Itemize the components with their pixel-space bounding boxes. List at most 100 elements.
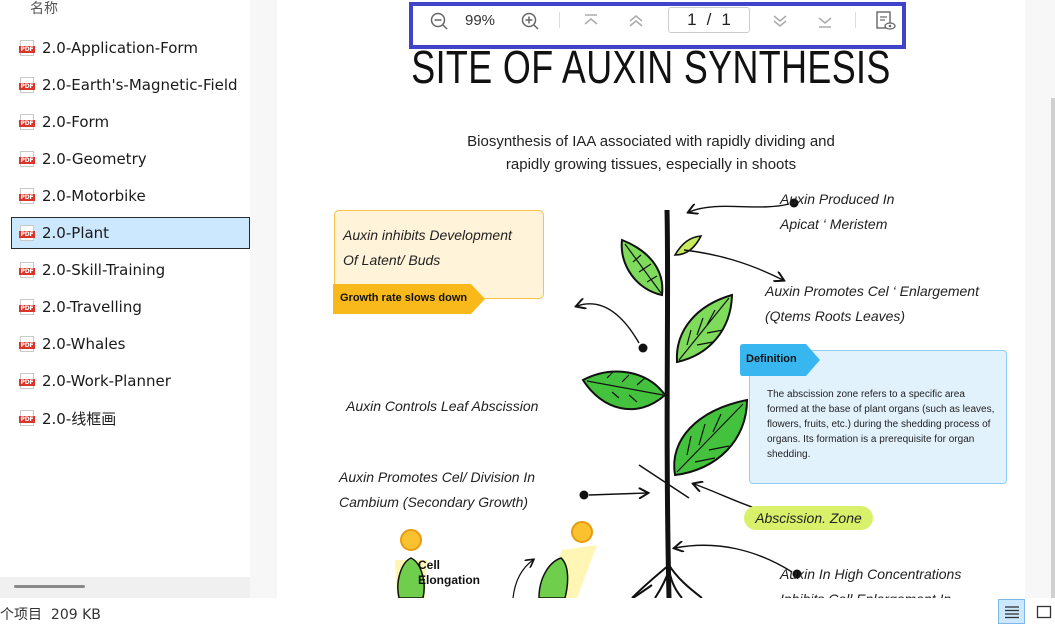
pdf-file-icon: PDF [19,188,35,204]
cell-enlargement-note: Auxin Promotes Cel ‘ Enlargement (Qtems … [765,279,979,329]
view-mode-button[interactable] [875,10,897,32]
pdf-file-icon: PDF [19,77,35,93]
name-column-header[interactable]: 名称 [30,1,58,17]
file-name: 2.0-Work-Planner [42,372,171,390]
status-bar: 个项目 209 KB [0,598,1055,626]
file-item[interactable]: PDF 2.0-Travelling [11,291,250,323]
file-name: 2.0-Travelling [42,298,142,316]
growth-rate-tag: Growth rate slows down [333,284,485,314]
file-item[interactable]: PDF 2.0-Work-Planner [11,365,250,397]
definition-tag-label: Definition [746,353,797,365]
first-page-icon [584,14,598,25]
horizontal-scrollbar[interactable] [0,577,250,598]
note-line: Auxin Promotes Cel ‘ Enlargement [765,283,979,299]
subtitle-line: rapidly growing tissues, especially in s… [505,156,797,173]
zoom-out-icon [430,12,448,30]
details-view-icon [1004,605,1019,618]
note-line: Cambium (Secondary Growth) [339,494,529,510]
file-name: 2.0-Motorbike [42,187,146,205]
item-count-label: 个项目 [0,607,42,623]
note-line: Cell [418,558,441,572]
status-info: 个项目 209 KB [0,604,101,624]
pdf-icon-tag: PDF [19,194,35,201]
zoom-in-icon [521,12,539,30]
definition-tag: Definition [740,344,822,376]
file-name: 2.0-Form [42,113,110,131]
total-pages: 1 [721,10,731,29]
file-item[interactable]: PDF 2.0-Skill-Training [11,254,250,286]
zoom-level[interactable]: 99% [465,12,496,29]
leaf-abscission-note: Auxin Controls Leaf Abscission [346,394,538,419]
pdf-icon-tag: PDF [19,157,35,164]
large-icons-view-button[interactable] [1030,599,1055,624]
pdf-file-icon: PDF [19,151,35,167]
last-page-button[interactable] [814,10,836,32]
file-name: 2.0-Earth's-Magnetic-Field [42,76,238,94]
next-page-icon [773,15,787,27]
pdf-icon-tag: PDF [19,46,35,53]
scrollbar-thumb[interactable] [14,585,85,588]
leaf [581,370,667,411]
toolbar-divider [559,12,560,28]
file-item[interactable]: PDF 2.0-Plant [11,217,250,249]
high-concentration-note: Auxin In High Concentrations Inhibits Ce… [780,562,961,598]
vertical-scrollbar[interactable] [1051,98,1055,598]
file-item[interactable]: PDF 2.0-Motorbike [11,180,250,212]
next-page-button[interactable] [769,10,791,32]
zoom-out-button[interactable] [428,10,450,32]
document-subtitle: Biosynthesis of IAA associated with rapi… [417,130,885,176]
file-item[interactable]: PDF 2.0-Geometry [11,143,250,175]
pdf-icon-tag: PDF [19,231,35,238]
note-line: Of Latent/ Buds [343,252,441,268]
preview-pane: SITE OF AUXIN SYNTHESIS Biosynthesis of … [250,0,1055,598]
details-view-button[interactable] [998,599,1025,624]
selection-size: 209 KB [50,607,101,623]
pdf-file-icon: PDF [19,336,35,352]
note-line: Elongation [418,573,480,587]
leaf [673,235,703,256]
pdf-page: SITE OF AUXIN SYNTHESIS Biosynthesis of … [277,0,1025,598]
file-name: 2.0-Skill-Training [42,261,166,279]
cell-elongation-sketch [395,521,597,598]
leaf [675,293,734,364]
file-item[interactable]: PDF 2.0-Earth's-Magnetic-Field [11,69,250,101]
note-line: Auxin Produced In [780,191,895,207]
pdf-icon-tag: PDF [19,305,35,312]
pdf-icon-tag: PDF [19,120,35,127]
cell-elongation-label: Cell Elongation [418,558,480,588]
file-name: 2.0-Plant [42,224,110,242]
definition-text: The abscission zone refers to a specific… [767,389,995,460]
zoom-in-button[interactable] [519,10,541,32]
file-item[interactable]: PDF 2.0-Form [11,106,250,138]
file-item[interactable]: PDF 2.0-Application-Form [11,32,250,64]
page-number-box[interactable]: 1 / 1 [668,7,750,33]
first-page-button[interactable] [580,10,602,32]
document-view-icon [876,11,896,30]
pdf-toolbar: 99% 1 / 1 [409,2,906,49]
plant-illustration [395,198,802,598]
toolbar-divider [855,12,856,28]
large-icons-view-icon [1036,605,1051,618]
file-name: 2.0-Application-Form [42,39,198,57]
abscission-zone-pill: Abscission. Zone [744,506,873,530]
pdf-icon-tag: PDF [19,268,35,275]
pdf-icon-tag: PDF [19,342,35,349]
note-line: Auxin inhibits Development [343,227,512,243]
note-line: (Qtems Roots Leaves) [765,308,906,324]
apical-meristem-note: Auxin Produced In Apicat ‘ Meristem [780,187,894,237]
note-line: Inhibits Cell Enlargement In [780,587,961,598]
pdf-icon-tag: PDF [19,83,35,90]
current-page[interactable]: 1 [687,10,697,29]
bud-inhibition-text: Auxin inhibits Development Of Latent/ Bu… [343,223,512,273]
previous-page-icon [629,15,643,27]
pdf-file-icon: PDF [19,225,35,241]
pdf-icon-tag: PDF [19,379,35,386]
pdf-file-icon: PDF [19,410,35,426]
leaf [620,238,664,297]
pdf-file-icon: PDF [19,262,35,278]
file-name: 2.0-Geometry [42,150,147,168]
previous-page-button[interactable] [625,10,647,32]
